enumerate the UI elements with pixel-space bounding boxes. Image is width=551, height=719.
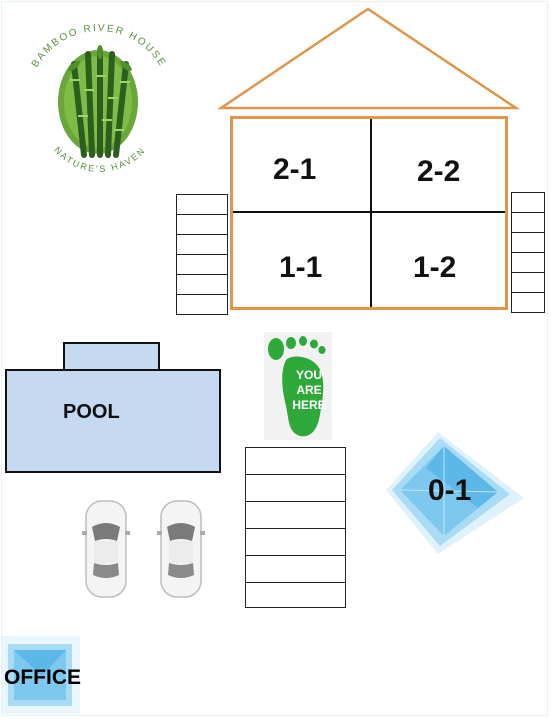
you-are-here-line-2: ARE bbox=[296, 383, 322, 397]
you-are-here-line-1: YOU bbox=[295, 368, 322, 382]
room-1-2-label: 1-2 bbox=[413, 251, 457, 284]
left-house-stairs bbox=[176, 194, 228, 315]
room-2-1-label: 2-1 bbox=[273, 153, 317, 186]
house-vertical-wall bbox=[370, 119, 372, 307]
center-stairs bbox=[245, 447, 346, 608]
house-body: 2-1 2-2 1-1 1-2 bbox=[230, 116, 508, 310]
house-roof bbox=[218, 7, 520, 110]
car-icon-right bbox=[157, 500, 205, 598]
right-house-stairs bbox=[511, 192, 545, 313]
you-are-here-line-3: HERE bbox=[292, 398, 326, 412]
you-are-here-text: YOU ARE HERE bbox=[286, 368, 332, 413]
room-1-1-label: 1-1 bbox=[279, 251, 323, 284]
bamboo-river-house-logo: BAMBOO RIVER HOUSE NATURE'S HAVEN bbox=[30, 23, 166, 174]
room-0-1-label: 0-1 bbox=[428, 474, 472, 507]
room-2-2-label: 2-2 bbox=[417, 155, 461, 188]
footprint-icon bbox=[264, 332, 332, 440]
pool-label: POOL bbox=[63, 401, 120, 423]
pool: POOL bbox=[5, 369, 221, 473]
room-0-1-box bbox=[386, 432, 524, 554]
house-horizontal-wall bbox=[233, 211, 505, 213]
office-label: OFFICE bbox=[4, 666, 81, 689]
office-box bbox=[2, 636, 80, 714]
pool-step bbox=[63, 342, 160, 372]
car-icon-left bbox=[82, 500, 130, 598]
